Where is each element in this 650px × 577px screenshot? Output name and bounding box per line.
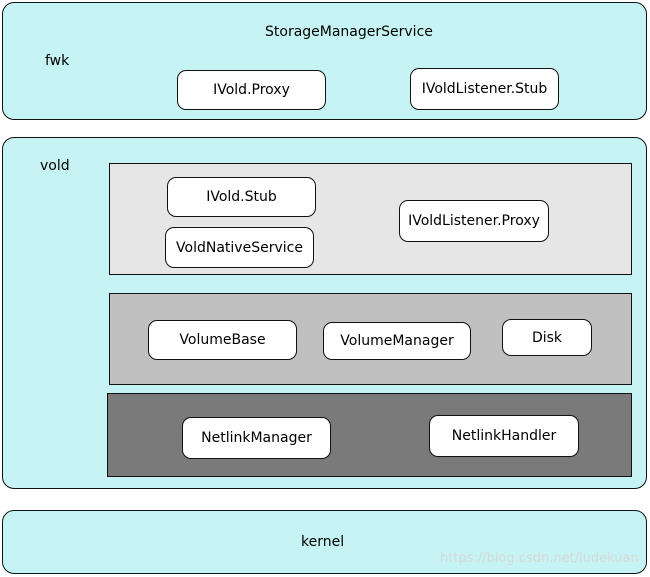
disk-box: Disk	[502, 319, 592, 356]
kernel-layer: kernel	[2, 510, 647, 574]
fwk-layer: StorageManagerService fwk IVold.Proxy IV…	[2, 2, 647, 120]
vold-native-service-box: VoldNativeService	[165, 227, 314, 268]
netlink-panel: NetlinkManager NetlinkHandler	[107, 393, 632, 477]
vold-layer: vold IVold.Stub VoldNativeService IVoldL…	[2, 137, 647, 489]
netlink-handler-box: NetlinkHandler	[429, 415, 579, 457]
ivold-listener-stub-box: IVoldListener.Stub	[410, 68, 559, 110]
kernel-label: kernel	[301, 534, 345, 550]
fwk-label: fwk	[45, 53, 70, 69]
volume-manager-box: VolumeManager	[323, 322, 471, 360]
vold-label: vold	[40, 158, 70, 174]
ivold-stub-box: IVold.Stub	[167, 177, 316, 217]
binder-panel: IVold.Stub VoldNativeService IVoldListen…	[109, 163, 632, 275]
ivold-proxy-box: IVold.Proxy	[177, 70, 326, 110]
ivold-listener-proxy-box: IVoldListener.Proxy	[399, 200, 549, 242]
volume-base-box: VolumeBase	[148, 320, 297, 360]
netlink-manager-box: NetlinkManager	[182, 417, 331, 459]
watermark: https://blog.csdn.net/ludekuan	[440, 551, 639, 566]
volume-panel: VolumeBase VolumeManager Disk	[109, 293, 632, 385]
fwk-title: StorageManagerService	[265, 24, 433, 40]
